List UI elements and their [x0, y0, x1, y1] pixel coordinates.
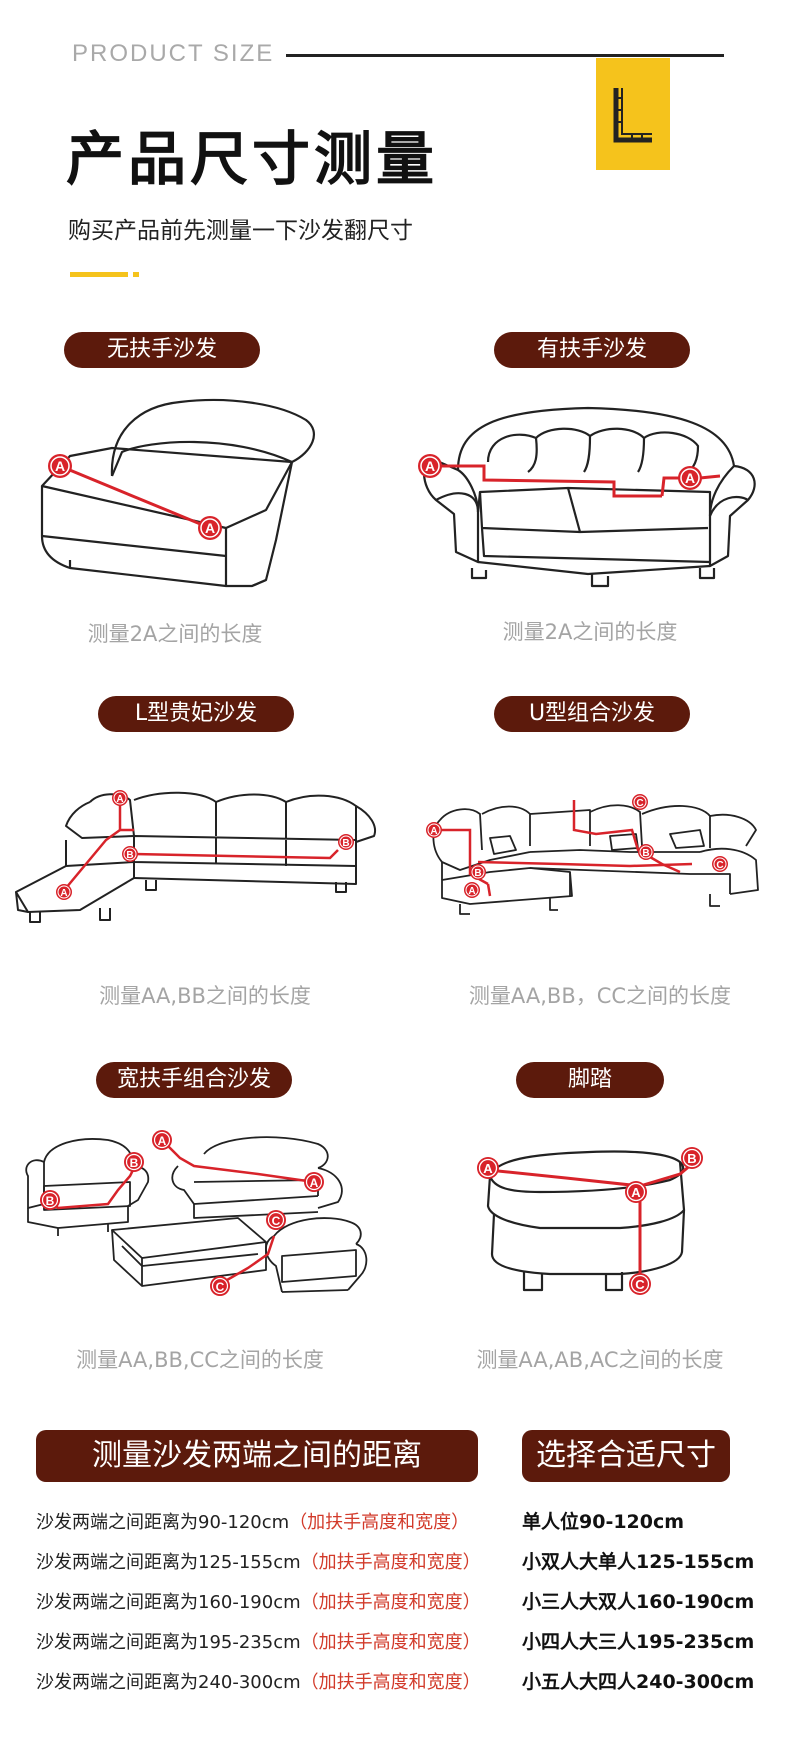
- section-label-wide-arm: 宽扶手组合沙发: [96, 1062, 292, 1098]
- caption-armless: 测量2A之间的长度: [87, 622, 263, 646]
- caption-wide-arm: 测量AA,BB,CC之间的长度: [76, 1348, 324, 1372]
- row-note: （加扶手高度和宽度）: [300, 1552, 481, 1573]
- armless-sofa-illustration: A A: [40, 398, 316, 588]
- marker-a-right: A: [678, 466, 702, 490]
- section-label-armrest: 有扶手沙发: [494, 332, 690, 368]
- table-right-header: 选择合适尺寸: [522, 1430, 730, 1482]
- marker-c-top: C: [632, 794, 648, 810]
- marker-c: C: [629, 1273, 651, 1295]
- svg-text:A: A: [116, 794, 123, 805]
- row-size: 小双人大单人125-155cm: [522, 1551, 755, 1573]
- svg-text:A: A: [483, 1161, 493, 1176]
- page-subtitle: 购买产品前先测量一下沙发翻尺寸: [68, 218, 413, 244]
- marker-a-bottom: A: [56, 884, 72, 900]
- svg-text:B: B: [342, 838, 349, 849]
- accent-dot: [133, 272, 139, 277]
- marker-a-left: A: [418, 454, 442, 478]
- svg-text:B: B: [46, 1194, 55, 1208]
- svg-text:A: A: [425, 458, 435, 474]
- page-title: 产品尺寸测量: [66, 125, 439, 193]
- svg-text:C: C: [272, 1214, 281, 1228]
- marker-b-left: B: [470, 864, 486, 880]
- svg-text:A: A: [158, 1134, 167, 1148]
- row-distance: 沙发两端之间距离为90-120cm: [36, 1512, 290, 1533]
- marker-b-left: B: [122, 846, 138, 862]
- svg-text:A: A: [55, 458, 65, 474]
- svg-text:A: A: [430, 826, 437, 837]
- row-size: 小三人大双人160-190cm: [522, 1591, 755, 1613]
- accent-bar: [70, 272, 128, 277]
- marker-c-bottom: C: [210, 1276, 230, 1296]
- svg-text:B: B: [687, 1151, 696, 1166]
- svg-text:C: C: [635, 1277, 645, 1292]
- marker-a-left: A: [48, 454, 72, 478]
- row-note: （加扶手高度和宽度）: [300, 1592, 481, 1613]
- row-distance: 沙发两端之间距离为125-155cm: [36, 1552, 301, 1573]
- marker-b-top: B: [124, 1152, 144, 1172]
- ruler-badge: [596, 58, 670, 170]
- table-row: 沙发两端之间距离为195-235cm（加扶手高度和宽度）: [36, 1628, 481, 1654]
- caption-u-shape: 测量AA,BB，CC之间的长度: [468, 984, 732, 1008]
- row-note: （加扶手高度和宽度）: [289, 1512, 470, 1533]
- marker-a-left: A: [477, 1157, 499, 1179]
- section-label-l-shape: L型贵妃沙发: [98, 696, 294, 732]
- marker-b: B: [681, 1147, 703, 1169]
- table-row: 沙发两端之间距离为160-190cm（加扶手高度和宽度）: [36, 1588, 481, 1614]
- svg-text:B: B: [126, 850, 133, 861]
- row-note: （加扶手高度和宽度）: [300, 1672, 481, 1693]
- footstool-illustration: A A B C: [477, 1147, 703, 1295]
- marker-c-top: C: [266, 1210, 286, 1230]
- svg-text:C: C: [636, 798, 643, 809]
- table-row: 沙发两端之间距离为125-155cm（加扶手高度和宽度）: [36, 1548, 481, 1574]
- row-size: 小五人大四人240-300cm: [522, 1671, 755, 1693]
- marker-a-top: A: [426, 822, 442, 838]
- svg-text:A: A: [310, 1176, 319, 1190]
- section-label-u-shape: U型组合沙发: [494, 696, 690, 732]
- svg-text:C: C: [716, 860, 723, 871]
- svg-text:A: A: [60, 888, 67, 899]
- table-row: 沙发两端之间距离为240-300cm（加扶手高度和宽度）: [36, 1668, 481, 1694]
- table-left-header: 测量沙发两端之间的距离: [36, 1430, 478, 1482]
- row-distance: 沙发两端之间距离为240-300cm: [36, 1672, 301, 1693]
- marker-b-bottom: B: [40, 1190, 60, 1210]
- svg-text:A: A: [631, 1185, 641, 1200]
- row-note: （加扶手高度和宽度）: [300, 1632, 481, 1653]
- section-label-footstool: 脚踏: [516, 1062, 664, 1098]
- header-divider: [286, 54, 724, 57]
- svg-text:C: C: [216, 1280, 225, 1294]
- svg-text:A: A: [205, 520, 215, 536]
- row-distance: 沙发两端之间距离为195-235cm: [36, 1632, 301, 1653]
- ruler-square-icon: [613, 88, 652, 143]
- wide-arm-sofa-illustration: A A B B C C: [25, 1130, 368, 1296]
- marker-a-center: A: [625, 1181, 647, 1203]
- svg-text:B: B: [130, 1156, 139, 1170]
- caption-l-shape: 测量AA,BB之间的长度: [99, 984, 311, 1008]
- marker-c-bottom: C: [712, 856, 728, 872]
- caption-armrest: 测量2A之间的长度: [502, 620, 678, 644]
- row-size: 单人位90-120cm: [522, 1511, 685, 1533]
- table-row: 沙发两端之间距离为90-120cm（加扶手高度和宽度）: [36, 1508, 469, 1534]
- section-label-armless: 无扶手沙发: [64, 332, 260, 368]
- marker-a-left: A: [152, 1130, 172, 1150]
- l-shape-sofa-illustration: A A B B: [15, 790, 376, 923]
- svg-text:B: B: [642, 848, 649, 859]
- marker-a-right: A: [198, 516, 222, 540]
- row-distance: 沙发两端之间距离为160-190cm: [36, 1592, 301, 1613]
- svg-text:A: A: [468, 886, 475, 897]
- marker-b-right: B: [638, 844, 654, 860]
- svg-text:A: A: [685, 470, 695, 486]
- marker-a-bottom: A: [464, 882, 480, 898]
- eng-title: PRODUCT SIZE: [72, 40, 275, 67]
- svg-text:B: B: [474, 868, 481, 879]
- armrest-sofa-illustration: A A: [418, 406, 756, 588]
- row-size: 小四人大三人195-235cm: [522, 1631, 755, 1653]
- marker-a-right: A: [304, 1172, 324, 1192]
- marker-a-top: A: [112, 790, 128, 806]
- caption-footstool: 测量AA,AB,AC之间的长度: [476, 1348, 724, 1372]
- marker-b-right: B: [338, 834, 354, 850]
- u-shape-sofa-illustration: A A B B C C: [426, 794, 759, 915]
